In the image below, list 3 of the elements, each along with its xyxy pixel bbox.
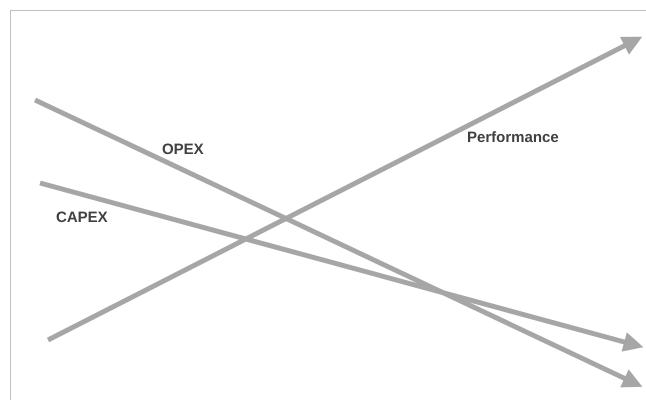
- trend-label: CAPEX: [56, 209, 108, 226]
- trend-label: Performance: [467, 129, 559, 146]
- trend-label: OPEX: [162, 141, 204, 158]
